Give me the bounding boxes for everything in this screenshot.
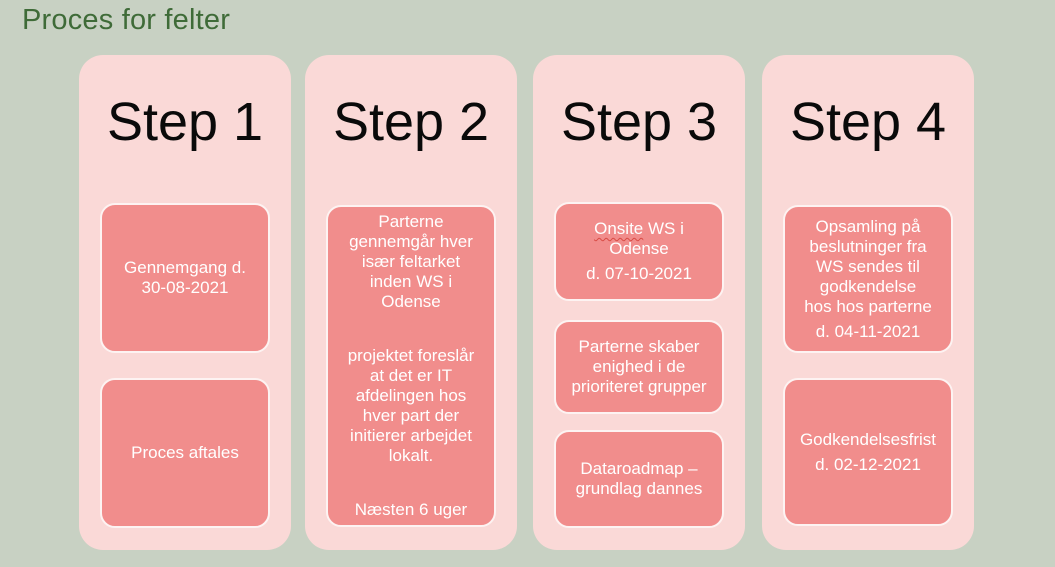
box-text-line: Parterne — [378, 212, 444, 231]
box-text-line: enighed i de — [592, 357, 686, 376]
box-text: Dataroadmap – grundlag dannes — [560, 459, 718, 499]
box-text-line: Gennemgang d. — [124, 258, 246, 277]
box-text-line: 30-08-2021 — [141, 278, 229, 297]
box-text: Proces aftales — [106, 443, 264, 463]
box-text-line: hver part der — [362, 406, 460, 425]
box-text: Parterne gennemgår hver især feltarket i… — [332, 212, 490, 520]
box-paragraph: Proces aftales — [106, 443, 264, 463]
step-2-heading: Step 2 — [332, 92, 490, 152]
box-paragraph: d. 02-12-2021 — [789, 455, 947, 475]
process-box-dataroadmap: Dataroadmap – grundlag dannes — [554, 430, 724, 528]
box-text-line: godkendelse — [819, 276, 917, 296]
box-text-line: gennemgår hver — [349, 232, 473, 251]
box-paragraph: d. 04-11-2021 — [789, 322, 947, 342]
process-box-gennemgang: Gennemgang d. 30-08-2021 — [100, 203, 270, 353]
box-paragraph: Godkendelsesfrist — [789, 430, 947, 450]
process-box-onsite-ws: Onsite WS i Odense d. 07-10-2021 — [554, 202, 724, 301]
box-paragraph: d. 07-10-2021 — [560, 264, 718, 284]
box-text-line: Næsten 6 uger — [354, 500, 468, 519]
box-text-line: projektet foreslår — [347, 346, 475, 365]
box-paragraph: Dataroadmap – grundlag dannes — [560, 459, 718, 499]
box-paragraph: Næsten 6 uger — [332, 500, 490, 520]
process-box-opsamling: Opsamling på beslutninger fra WS sendes … — [783, 205, 953, 353]
box-text-line: grundlag dannes — [575, 479, 703, 498]
box-text-line: afdelingen hos — [355, 386, 467, 405]
box-text-line: Proces aftales — [131, 443, 239, 462]
box-paragraph: projektet foreslår at det er IT afdeling… — [332, 346, 490, 466]
box-text-line: især feltarket — [361, 252, 461, 271]
process-box-godkendelsesfrist: Godkendelsesfrist d. 02-12-2021 — [783, 378, 953, 526]
box-text-line: Odense — [609, 239, 669, 258]
slide-title: Proces for felter — [22, 4, 231, 36]
step-column-3: Step 3 Onsite WS i Odense d. 07-10-2021 … — [533, 55, 745, 550]
process-box-proces-aftales: Proces aftales — [100, 378, 270, 528]
step-column-1: Step 1 Gennemgang d. 30-08-2021 Proces a… — [79, 55, 291, 550]
step-column-2: Step 2 Parterne gennemgår hver især felt… — [305, 55, 517, 550]
box-text-line: beslutninger fra — [809, 236, 927, 256]
box-text: Gennemgang d. 30-08-2021 — [106, 258, 264, 298]
step-3-heading: Step 3 — [560, 92, 718, 152]
box-paragraph: Parterne gennemgår hver især feltarket i… — [332, 212, 490, 312]
process-box-parterne-enighed: Parterne skaber enighed i de prioriteret… — [554, 320, 724, 414]
box-text-fragment: WS i — [643, 219, 684, 238]
box-text-line: d. 04-11-2021 — [815, 321, 921, 341]
spellchecked-word: Onsite — [594, 219, 644, 238]
box-text-line: initierer arbejdet — [350, 426, 472, 445]
box-paragraph: Gennemgang d. 30-08-2021 — [106, 258, 264, 298]
box-text-line: at det er IT — [369, 366, 453, 385]
step-1-heading: Step 1 — [106, 92, 264, 152]
box-text-line: Godkendelsesfrist — [799, 429, 937, 449]
box-text-line: WS sendes til — [816, 256, 920, 276]
box-text: Onsite WS i Odense d. 07-10-2021 — [560, 219, 718, 284]
box-text-line: prioriteret grupper — [571, 377, 707, 396]
box-text-line: Opsamling på — [815, 216, 921, 236]
box-text-line: hos hos parterne — [804, 296, 932, 316]
box-text-line: Parterne skaber — [578, 337, 700, 356]
box-text-line: d. 02-12-2021 — [815, 454, 921, 474]
step-4-heading: Step 4 — [789, 92, 947, 152]
box-text-line: Dataroadmap – — [580, 459, 698, 478]
box-paragraph: Parterne skaber enighed i de prioriteret… — [560, 337, 718, 397]
process-box-parterne-gennemgaar: Parterne gennemgår hver især feltarket i… — [326, 205, 496, 527]
box-text-line: Onsite WS i — [560, 219, 718, 239]
box-text-line: inden WS i — [369, 272, 453, 291]
box-text: Godkendelsesfrist d. 02-12-2021 — [789, 430, 947, 475]
box-paragraph: Opsamling på beslutninger fra WS sendes … — [789, 217, 947, 317]
box-text: Parterne skaber enighed i de prioriteret… — [560, 337, 718, 397]
box-paragraph: Onsite WS i Odense — [560, 219, 718, 259]
box-text-line: Odense — [381, 292, 441, 311]
box-text: Opsamling på beslutninger fra WS sendes … — [789, 217, 947, 342]
box-text-line: lokalt. — [388, 446, 434, 465]
step-column-4: Step 4 Opsamling på beslutninger fra WS … — [762, 55, 974, 550]
box-text-line: d. 07-10-2021 — [586, 264, 692, 283]
